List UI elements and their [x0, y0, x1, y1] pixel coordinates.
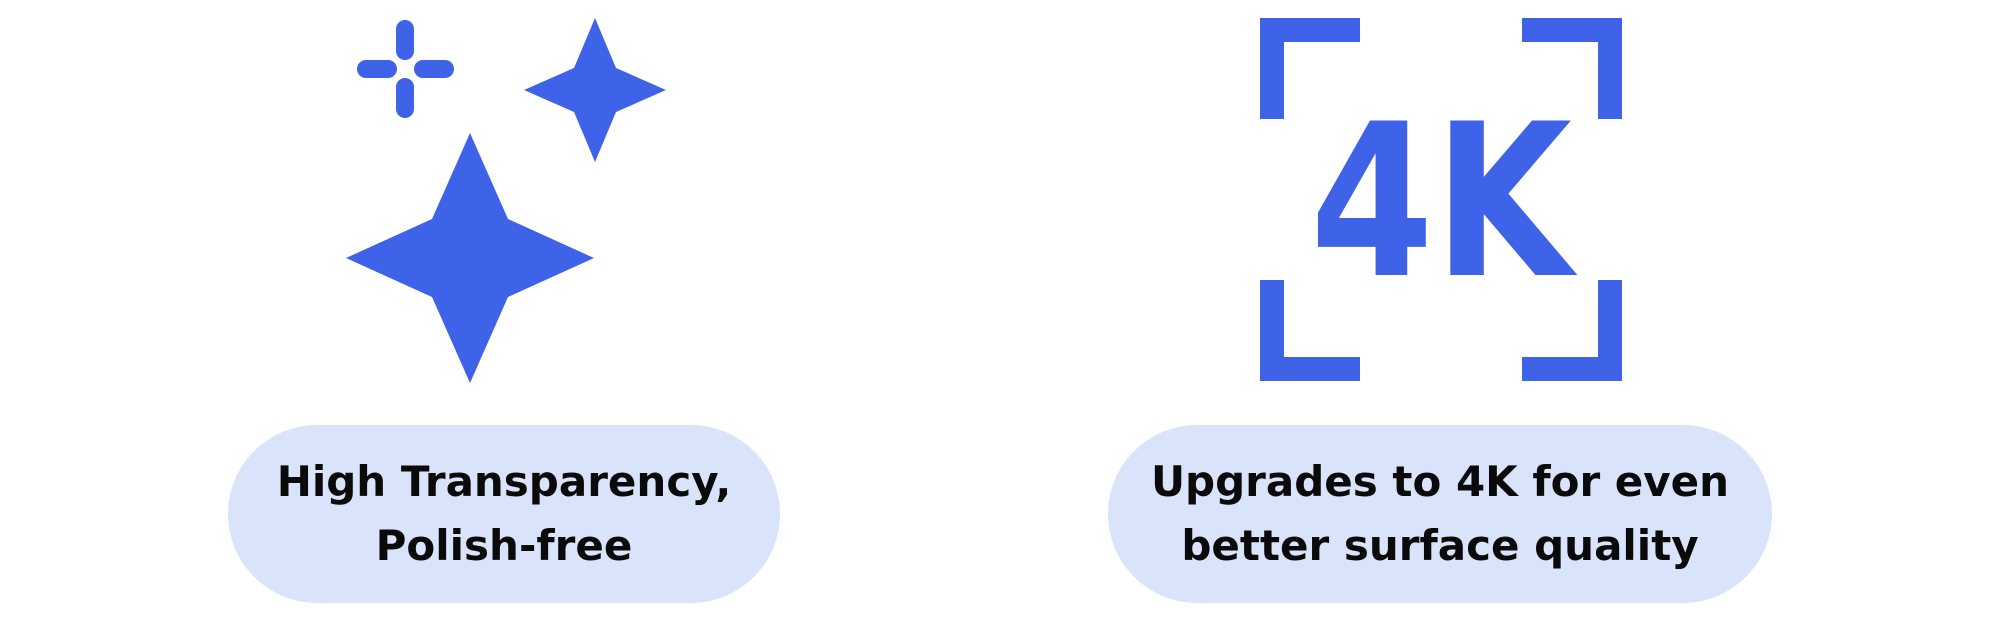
feature-text: Upgrades to 4K for even better surface q… — [1151, 450, 1729, 578]
feature-label-4k: Upgrades to 4K for even better surface q… — [1108, 425, 1772, 603]
feature-text: High Transparency, Polish-free — [277, 450, 732, 578]
feature-text-line: Upgrades to 4K for even — [1150, 457, 1730, 506]
4k-label: 4K — [1310, 78, 1578, 325]
feature-text-line: Polish-free — [375, 521, 633, 570]
feature-text-line: High Transparency, — [276, 457, 732, 506]
4k-frame-icon: 4K — [1260, 18, 1622, 381]
feature-text-line: better surface quality — [1181, 521, 1699, 570]
feature-label-transparency: High Transparency, Polish-free — [228, 425, 780, 603]
sparkles-icon — [346, 18, 666, 383]
